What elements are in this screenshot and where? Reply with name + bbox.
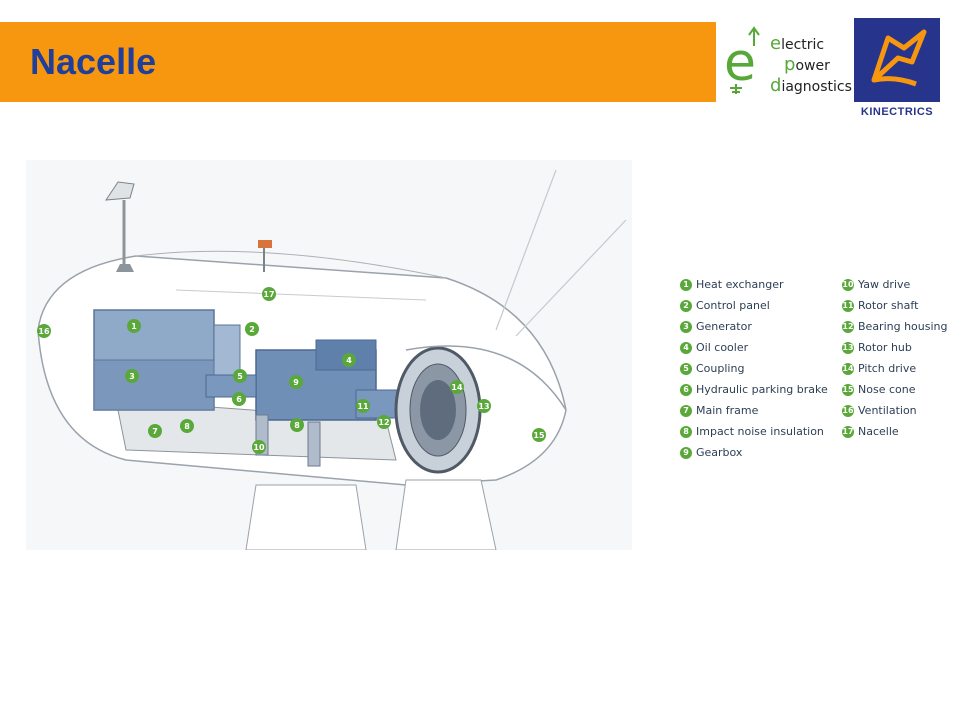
diagram-marker: 11 (356, 399, 370, 413)
diagram-marker: 16 (37, 324, 51, 338)
nacelle-cutaway-diagram (26, 160, 632, 550)
epd-e-icon: e (724, 26, 760, 94)
diagram-marker: 2 (245, 322, 259, 336)
diagram-marker: 17 (262, 287, 276, 301)
diagram-marker: 10 (252, 440, 266, 454)
diagram-marker: 8 (180, 419, 194, 433)
diagram-marker: 6 (232, 392, 246, 406)
epd-wordmark: electric power diagnostics (770, 33, 852, 96)
kinectrics-wordmark: KINECTRICS (860, 106, 934, 118)
diagram-marker: 12 (377, 415, 391, 429)
diagram-marker: 13 (477, 399, 491, 413)
diagram-marker: 4 (342, 353, 356, 367)
svg-text:e: e (724, 33, 756, 93)
diagram-marker: 15 (532, 428, 546, 442)
diagram-marker: 5 (233, 369, 247, 383)
title-bar: Nacelle (0, 22, 716, 102)
kinectrics-logo: KINECTRICS (854, 18, 940, 122)
diagram-marker: 8 (290, 418, 304, 432)
epd-logo: e electric power diagnostics (722, 24, 852, 100)
diagram-marker: 1 (127, 319, 141, 333)
diagram-marker: 14 (450, 380, 464, 394)
kinectrics-emblem-icon (854, 18, 940, 102)
diagram-marker: 7 (148, 424, 162, 438)
diagram-marker: 3 (125, 369, 139, 383)
page-title: Nacelle (30, 41, 157, 82)
diagram-marker: 9 (289, 375, 303, 389)
